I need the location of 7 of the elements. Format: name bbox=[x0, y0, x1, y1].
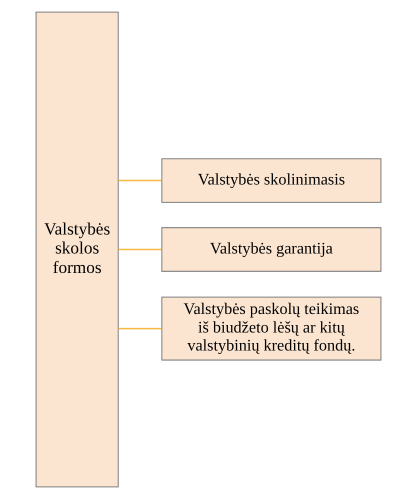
node-box: Valstybės garantija bbox=[160, 227, 381, 272]
node-box: Valstybės skolinimasis bbox=[160, 158, 381, 203]
node-box: Valstybės paskolų teikimas iš biudžeto lėšų ar kitų valstybinių kreditų fondų. bbox=[160, 296, 381, 361]
connector bbox=[118, 248, 162, 250]
node-box: Valstybės skolos formos bbox=[35, 12, 118, 488]
connector bbox=[118, 328, 162, 330]
connector bbox=[118, 180, 162, 182]
